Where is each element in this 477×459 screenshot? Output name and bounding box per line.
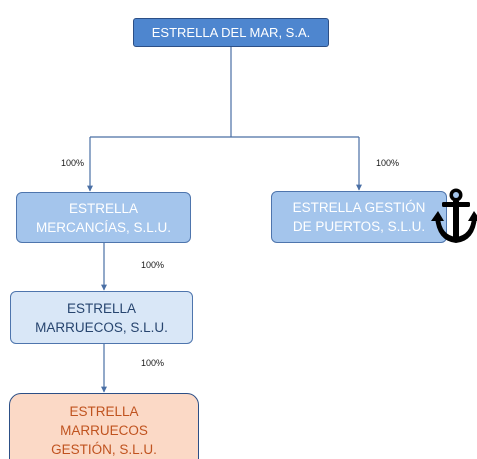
ownership-label-marruecos-gestion: 100% [141,358,165,368]
ownership-label-puertos: 100% [376,158,400,168]
node-estrella-gestion-puertos[interactable]: ESTRELLA GESTIÓN DE PUERTOS, S.L.U. [271,191,447,243]
node-estrella-marruecos-gestion[interactable]: ESTRELLA MARRUECOS GESTIÓN, S.L.U. [9,393,199,459]
ownership-label-mercancias: 100% [61,158,85,168]
node-estrella-mercancias[interactable]: ESTRELLA MERCANCÍAS, S.L.U. [16,192,191,243]
ownership-label-marruecos: 100% [141,260,165,270]
anchor-icon [431,188,477,243]
node-estrella-del-mar[interactable]: ESTRELLA DEL MAR, S.A. [133,18,329,47]
node-estrella-marruecos[interactable]: ESTRELLA MARRUECOS, S.L.U. [10,291,193,344]
